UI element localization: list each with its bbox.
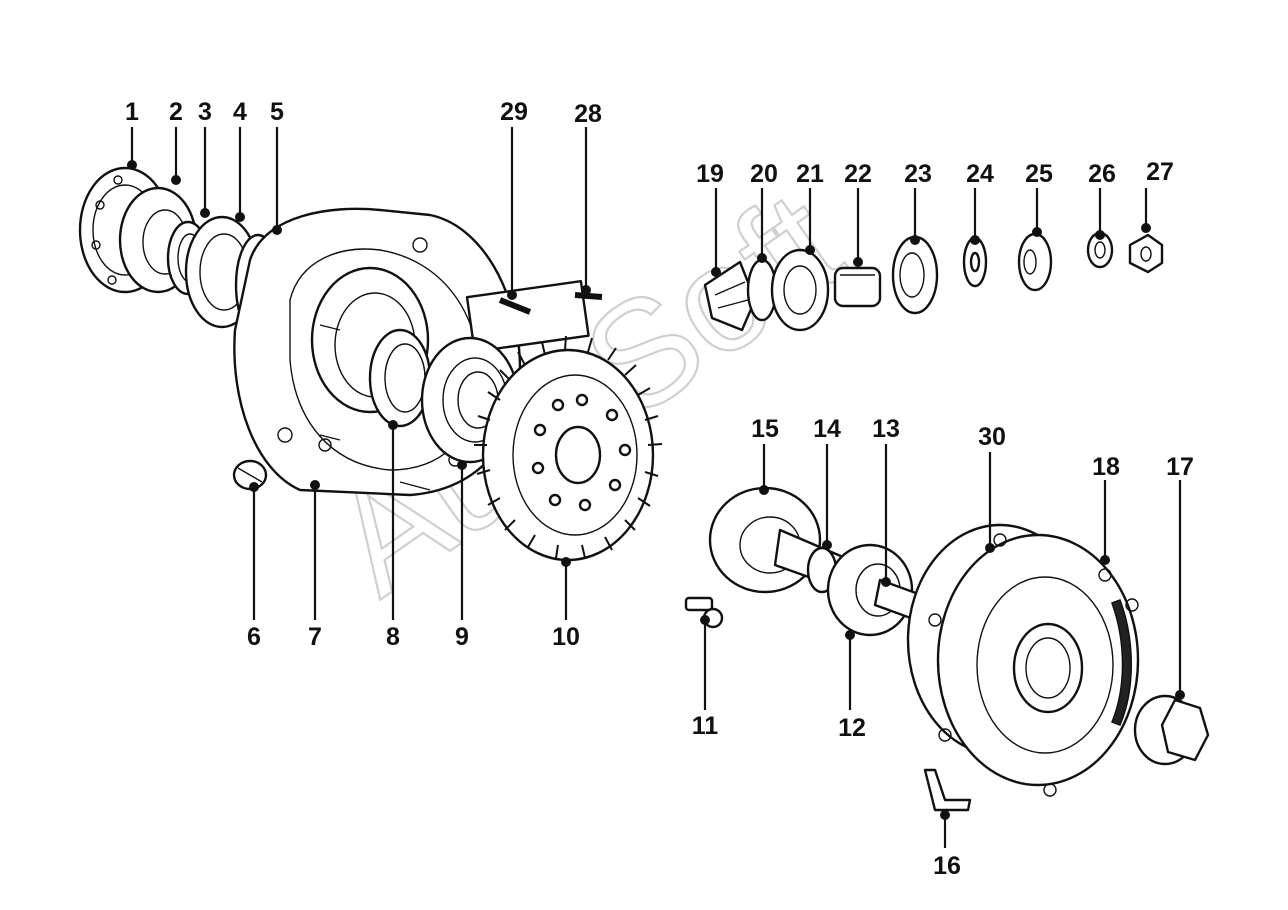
callout-5: 5 xyxy=(270,98,284,126)
callout-6: 6 xyxy=(247,623,261,651)
callout-27: 27 xyxy=(1146,158,1174,186)
callout-17: 17 xyxy=(1166,453,1194,481)
part-25-gear xyxy=(1017,232,1053,292)
callout-19: 19 xyxy=(696,160,724,188)
callout-7: 7 xyxy=(308,623,322,651)
callout-labels: 1 2 3 4 5 6 7 8 9 10 11 12 13 14 15 16 1… xyxy=(125,98,1194,880)
part-29-stud xyxy=(498,297,532,315)
part-27-nut xyxy=(1128,233,1164,274)
part-24-washer xyxy=(962,236,988,288)
callout-4: 4 xyxy=(233,98,247,126)
part-28-stud xyxy=(574,292,603,300)
callout-10: 10 xyxy=(552,623,580,651)
leader-dots xyxy=(127,160,1185,820)
part-16-bracket xyxy=(923,768,972,812)
callout-13: 13 xyxy=(872,415,900,443)
part-22-spacer xyxy=(833,266,882,308)
callout-8: 8 xyxy=(386,623,400,651)
callout-28: 28 xyxy=(574,100,602,128)
leader-lines xyxy=(130,127,1182,848)
callout-30: 30 xyxy=(978,423,1006,451)
callout-9: 9 xyxy=(455,623,469,651)
part-6-plug xyxy=(232,459,268,491)
callout-3: 3 xyxy=(198,98,212,126)
callout-23: 23 xyxy=(904,160,932,188)
part-10-ring-gear xyxy=(474,335,663,562)
part-23-bearing xyxy=(891,235,939,315)
callout-11: 11 xyxy=(692,712,719,740)
part-19-pinion xyxy=(703,260,757,332)
callout-24: 24 xyxy=(966,160,994,188)
callout-26: 26 xyxy=(1088,160,1116,188)
callout-21: 21 xyxy=(796,160,824,188)
callout-22: 22 xyxy=(844,160,872,188)
callout-2: 2 xyxy=(169,98,183,126)
part-17-plug xyxy=(1133,694,1210,766)
part-18-cover xyxy=(928,533,1140,797)
part-21-bearing xyxy=(770,248,830,332)
callout-20: 20 xyxy=(750,160,778,188)
callout-29: 29 xyxy=(500,98,528,126)
callout-15: 15 xyxy=(751,415,779,443)
callout-18: 18 xyxy=(1092,453,1120,481)
callout-14: 14 xyxy=(813,415,841,443)
callout-16: 16 xyxy=(933,852,961,880)
part-8-shim xyxy=(368,328,432,428)
callout-25: 25 xyxy=(1025,160,1053,188)
callout-12: 12 xyxy=(838,714,866,742)
callout-1: 1 xyxy=(125,98,139,126)
